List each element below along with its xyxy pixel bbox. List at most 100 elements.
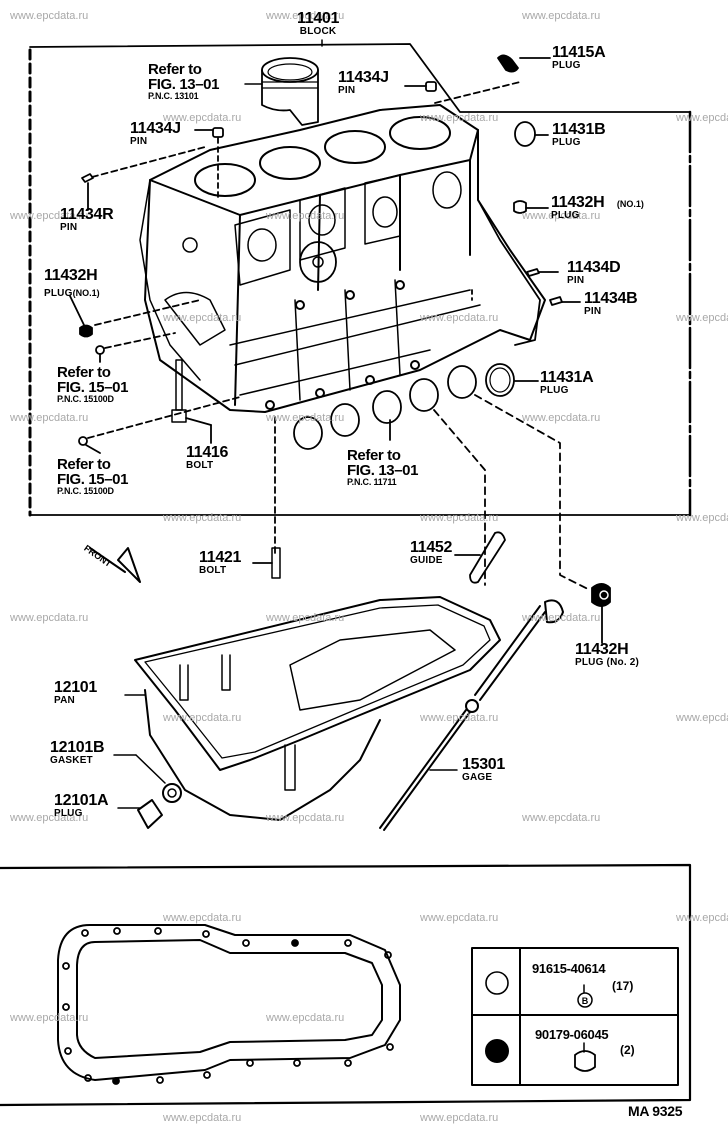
gasket-inset-frame	[0, 863, 692, 1107]
part-number: 12101B	[50, 739, 105, 756]
part-name: GAGE	[462, 772, 493, 783]
part-number: 11432H	[551, 194, 605, 211]
part-name: PLUG (No. 2)	[575, 657, 640, 668]
part-number: 11434R	[60, 206, 114, 223]
watermark: www.epcdata.ru	[10, 1012, 89, 1024]
part-name: PIN	[584, 306, 602, 317]
pan-gasket-inset	[57, 924, 401, 1085]
watermark: www.epcdata.ru	[10, 210, 89, 222]
reference-line-2: FIG. 15–01	[57, 379, 129, 396]
watermark: www.epcdata.ru	[163, 312, 242, 324]
callout-11434j-pin-top[interactable]: 11434J PIN	[338, 70, 389, 96]
callout-11434b-pin[interactable]: 11434B PIN	[584, 290, 638, 317]
watermark: www.epcdata.ru	[676, 112, 728, 124]
reference-line-2: FIG. 15–01	[57, 471, 129, 488]
oil-pan-drawing	[113, 596, 501, 829]
part-name: PIN	[60, 222, 78, 233]
watermark: www.epcdata.ru	[10, 412, 89, 424]
dipstick-gage-drawing	[379, 599, 564, 831]
callout-11415a-plug[interactable]: 11415A PLUG	[552, 44, 606, 71]
reference-fig-15-01-b[interactable]: Refer to FIG. 15–01 P.N.C. 15100D	[57, 457, 128, 496]
part-number: 11432H	[575, 641, 629, 658]
fastener-row-1-quantity: (17)	[612, 979, 634, 993]
callout-11452-guide[interactable]: 11452 GUIDE	[410, 540, 452, 566]
watermark: www.epcdata.ru	[522, 210, 601, 222]
part-number: 11401	[297, 10, 340, 27]
watermark: www.epcdata.ru	[266, 10, 345, 22]
watermark: www.epcdata.ru	[266, 612, 345, 624]
small-parts	[69, 54, 611, 644]
callout-11431a-plug[interactable]: 11431A PLUG	[540, 369, 594, 396]
reference-line-3: P.N.C. 15100D	[57, 394, 114, 404]
part-name: PLUG	[552, 137, 581, 148]
part-number: 11434J	[338, 69, 389, 86]
part-name: BLOCK	[299, 26, 337, 37]
watermark: www.epcdata.ru	[676, 312, 728, 324]
callout-12101b-gasket[interactable]: 12101B GASKET	[50, 739, 105, 766]
callout-11432h-plug-no1-right[interactable]: 11432H (NO.1) PLUG	[551, 195, 644, 221]
reference-line-3: P.N.C. 11711	[347, 477, 397, 487]
watermark: www.epcdata.ru	[163, 112, 242, 124]
part-name: GUIDE	[410, 555, 443, 566]
reference-fig-13-01-bearing[interactable]: Refer to FIG. 13–01 P.N.C. 11711	[347, 448, 418, 487]
watermark: www.epcdata.ru	[676, 912, 728, 924]
part-number: 11434D	[567, 259, 621, 276]
callout-11401-block[interactable]: 11401 BLOCK	[297, 11, 339, 37]
front-arrow-icon	[89, 547, 141, 583]
part-name: PLUG	[44, 288, 73, 299]
part-name: PLUG	[54, 808, 83, 819]
nut-icon	[574, 1050, 596, 1072]
part-number: 11421	[199, 549, 242, 566]
pin-11434j-left-shape	[212, 127, 224, 138]
part-number: 11432H	[44, 267, 98, 284]
part-name: PAN	[54, 695, 75, 706]
callout-11434r-pin[interactable]: 11434R PIN	[60, 206, 114, 233]
callout-12101-pan[interactable]: 12101 PAN	[54, 680, 97, 706]
part-name: PLUG	[540, 385, 569, 396]
watermark: www.epcdata.ru	[163, 712, 242, 724]
reference-fig-13-01-piston[interactable]: Refer to FIG. 13–01 P.N.C. 13101	[148, 62, 219, 101]
fastener-row-1-part-number[interactable]: 91615-40614	[532, 961, 606, 976]
callout-11434d-pin[interactable]: 11434D PIN	[567, 259, 621, 286]
watermark: www.epcdata.ru	[266, 210, 345, 222]
part-number: 11416	[186, 444, 229, 461]
callout-12101a-plug[interactable]: 12101A PLUG	[54, 793, 109, 819]
watermark: www.epcdata.ru	[266, 812, 345, 824]
callout-11432h-plug-no2[interactable]: 11432H PLUG (No. 2)	[575, 642, 639, 668]
filled-circle-symbol-icon	[485, 1039, 509, 1063]
watermark: www.epcdata.ru	[10, 812, 89, 824]
reference-line-1: Refer to	[347, 447, 401, 464]
part-name: BOLT	[186, 460, 214, 471]
part-name: PIN	[130, 136, 148, 147]
callout-11432h-plug-no1-left[interactable]: 11432H PLUG(NO.1)	[44, 268, 100, 300]
part-number: 11434B	[584, 290, 638, 307]
watermark: www.epcdata.ru	[676, 512, 728, 524]
watermark: www.epcdata.ru	[420, 912, 499, 924]
piston-drawing	[244, 57, 319, 126]
reference-line-3: P.N.C. 15100D	[57, 486, 114, 496]
watermark: www.epcdata.ru	[676, 712, 728, 724]
part-number: 12101	[54, 679, 97, 696]
callout-11431b-plug[interactable]: 11431B PLUG	[552, 122, 606, 148]
open-circle-symbol-icon	[485, 971, 509, 995]
callout-11421-bolt[interactable]: 11421 BOLT	[199, 550, 241, 576]
part-name: GASKET	[50, 755, 93, 766]
bolt-head-icon	[577, 992, 593, 1008]
reference-line-2: FIG. 13–01	[347, 462, 419, 479]
watermark: www.epcdata.ru	[522, 412, 601, 424]
reference-fig-15-01-a[interactable]: Refer to FIG. 15–01 P.N.C. 15100D	[57, 365, 128, 404]
part-number: 11452	[410, 539, 453, 556]
part-name: PLUG	[552, 60, 581, 71]
part-number: 11415A	[552, 44, 606, 61]
callout-11434j-pin-left[interactable]: 11434J PIN	[130, 121, 181, 147]
reference-line-2: FIG. 13–01	[148, 76, 220, 93]
watermark: www.epcdata.ru	[420, 712, 499, 724]
fastener-row-2-part-number[interactable]: 90179-06045	[535, 1027, 609, 1042]
callout-11416-bolt[interactable]: 11416 BOLT	[186, 445, 228, 471]
watermark: www.epcdata.ru	[522, 612, 601, 624]
part-number: 11431A	[540, 369, 594, 386]
callout-15301-gage[interactable]: 15301 GAGE	[462, 757, 505, 783]
watermark: www.epcdata.ru	[163, 512, 242, 524]
